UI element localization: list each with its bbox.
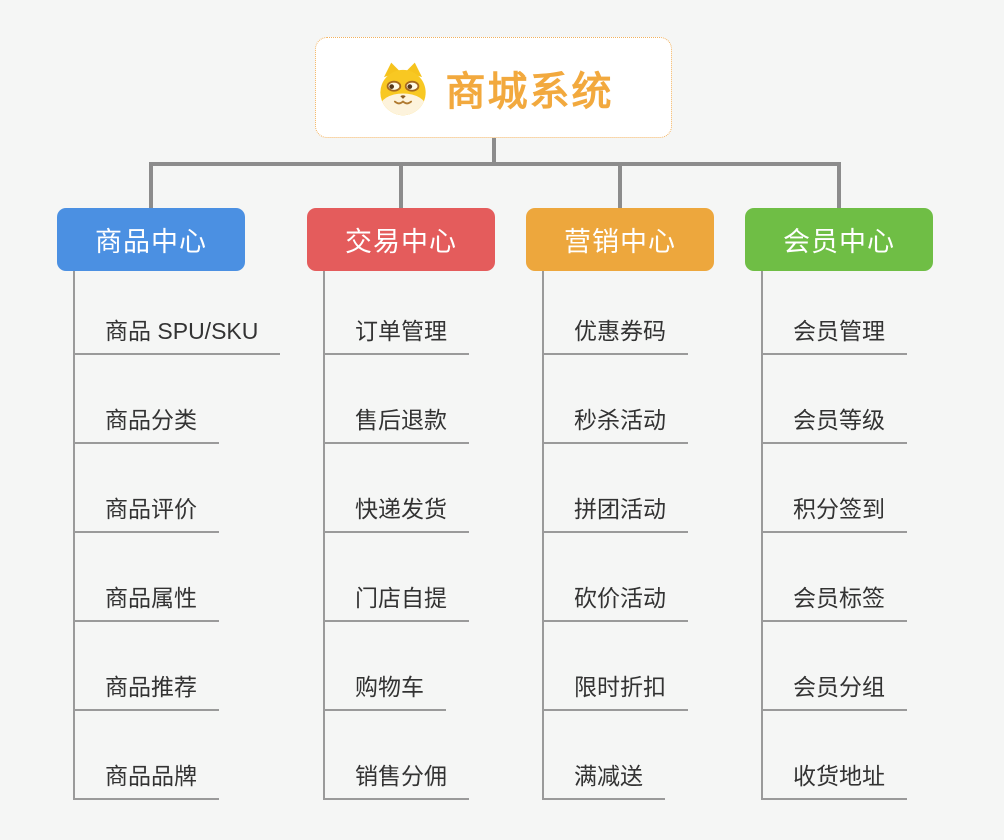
- leaf-node[interactable]: 门店自提: [323, 584, 469, 622]
- leaf-node[interactable]: 商品分类: [73, 406, 219, 444]
- leaf-node[interactable]: 会员管理: [761, 317, 907, 355]
- leaf-node[interactable]: 优惠券码: [542, 317, 688, 355]
- leaf-node[interactable]: 限时折扣: [542, 673, 688, 711]
- branch-box-marketing-center[interactable]: 营销中心: [526, 208, 714, 271]
- branch-box-trade-center[interactable]: 交易中心: [307, 208, 495, 271]
- connector-stub-branch-1: [149, 162, 153, 208]
- branch-box-member-center[interactable]: 会员中心: [745, 208, 933, 271]
- leaf-node[interactable]: 商品品牌: [73, 762, 219, 800]
- leaf-node[interactable]: 收货地址: [761, 762, 907, 800]
- branch-vertical-line: [323, 271, 325, 800]
- connector-root-stub: [492, 138, 496, 164]
- leaf-node[interactable]: 会员等级: [761, 406, 907, 444]
- shiba-dog-icon: [374, 59, 432, 117]
- branch-trade-center: 交易中心 订单管理 售后退款 快递发货 门店自提 购物车 销售分佣: [307, 208, 495, 800]
- leaf-node[interactable]: 售后退款: [323, 406, 469, 444]
- leaf-node[interactable]: 商品推荐: [73, 673, 219, 711]
- leaf-node[interactable]: 拼团活动: [542, 495, 688, 533]
- branch-vertical-line: [73, 271, 75, 800]
- leaf-node[interactable]: 会员分组: [761, 673, 907, 711]
- branch-member-center: 会员中心 会员管理 会员等级 积分签到 会员标签 会员分组 收货地址: [745, 208, 933, 800]
- leaf-node[interactable]: 购物车: [323, 673, 446, 711]
- branch-marketing-center: 营销中心 优惠券码 秒杀活动 拼团活动 砍价活动 限时折扣 满减送: [526, 208, 714, 800]
- leaf-node[interactable]: 销售分佣: [323, 762, 469, 800]
- leaf-node[interactable]: 商品评价: [73, 495, 219, 533]
- branch-vertical-line: [761, 271, 763, 800]
- branch-product-center: 商品中心 商品 SPU/SKU 商品分类 商品评价 商品属性 商品推荐 商品品牌: [57, 208, 281, 800]
- connector-horizontal: [149, 162, 841, 166]
- leaf-node[interactable]: 商品属性: [73, 584, 219, 622]
- leaf-node[interactable]: 砍价活动: [542, 584, 688, 622]
- leaf-node[interactable]: 会员标签: [761, 584, 907, 622]
- root-title: 商城系统: [445, 69, 614, 114]
- branch-vertical-line: [542, 271, 544, 800]
- leaf-node[interactable]: 订单管理: [323, 317, 469, 355]
- connector-stub-branch-4: [837, 162, 841, 208]
- leaf-node[interactable]: 积分签到: [761, 495, 907, 533]
- leaf-node[interactable]: 满减送: [542, 762, 665, 800]
- leaf-node[interactable]: 商品 SPU/SKU: [73, 317, 281, 355]
- leaf-node[interactable]: 快递发货: [323, 495, 469, 533]
- connector-stub-branch-2: [399, 162, 403, 208]
- root-node-mall-system[interactable]: 商城系统: [315, 37, 672, 138]
- branch-box-product-center[interactable]: 商品中心: [57, 208, 245, 271]
- leaf-node[interactable]: 秒杀活动: [542, 406, 688, 444]
- connector-stub-branch-3: [618, 162, 622, 208]
